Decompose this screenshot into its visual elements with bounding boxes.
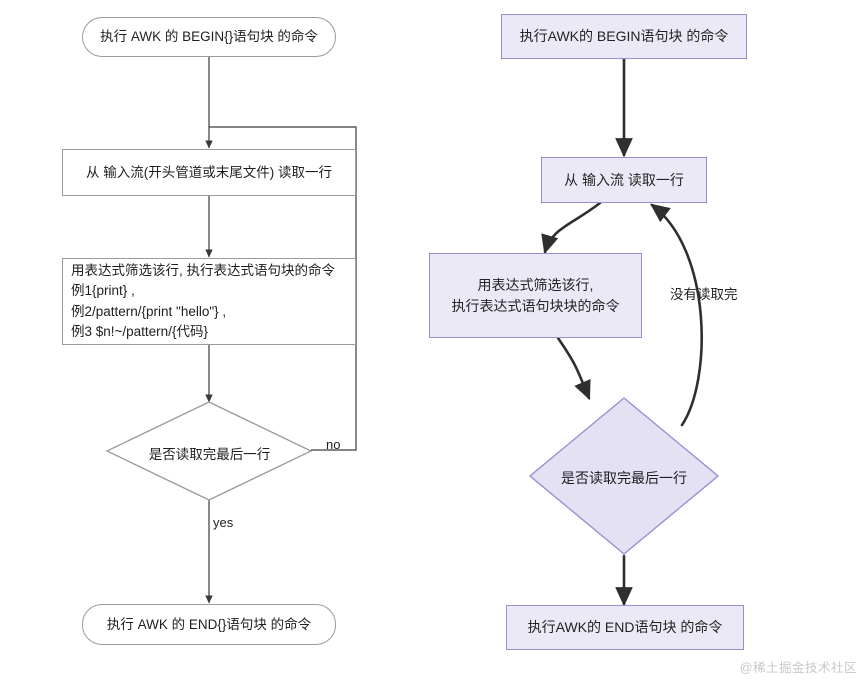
left-node-read-line[interactable]: 从 输入流(开头管道或末尾文件) 读取一行 xyxy=(62,149,356,196)
right-node-body[interactable]: 用表达式筛选该行, 执行表达式语句块块的命令 xyxy=(429,253,642,338)
left-decision-label: 是否读取完最后一行 xyxy=(148,447,271,462)
left-node-body[interactable]: 用表达式筛选该行, 执行表达式语句块的命令 例1{print} , 例2/pat… xyxy=(62,258,356,345)
right-node-end[interactable]: 执行AWK的 END语句块 的命令 xyxy=(506,605,744,650)
right-decision-shape xyxy=(528,397,720,555)
right-edge-label-loop-back: 没有读取完 xyxy=(670,287,738,302)
left-node-begin[interactable]: 执行 AWK 的 BEGIN{}语句块 的命令 xyxy=(82,17,336,57)
right-decision-label: 是否读取完最后一行 xyxy=(561,470,687,486)
left-edge-label-no: no xyxy=(326,437,341,452)
left-node-end[interactable]: 执行 AWK 的 END{}语句块 的命令 xyxy=(82,604,336,645)
watermark: @稀土掘金技术社区 xyxy=(739,661,857,675)
right-node-begin[interactable]: 执行AWK的 BEGIN语句块 的命令 xyxy=(501,14,747,59)
left-decision-shape xyxy=(105,401,313,501)
left-connectors xyxy=(205,57,357,604)
left-edge-label-yes: yes xyxy=(213,515,234,530)
right-node-read-line[interactable]: 从 输入流 读取一行 xyxy=(541,157,707,203)
right-connectors xyxy=(541,57,704,607)
